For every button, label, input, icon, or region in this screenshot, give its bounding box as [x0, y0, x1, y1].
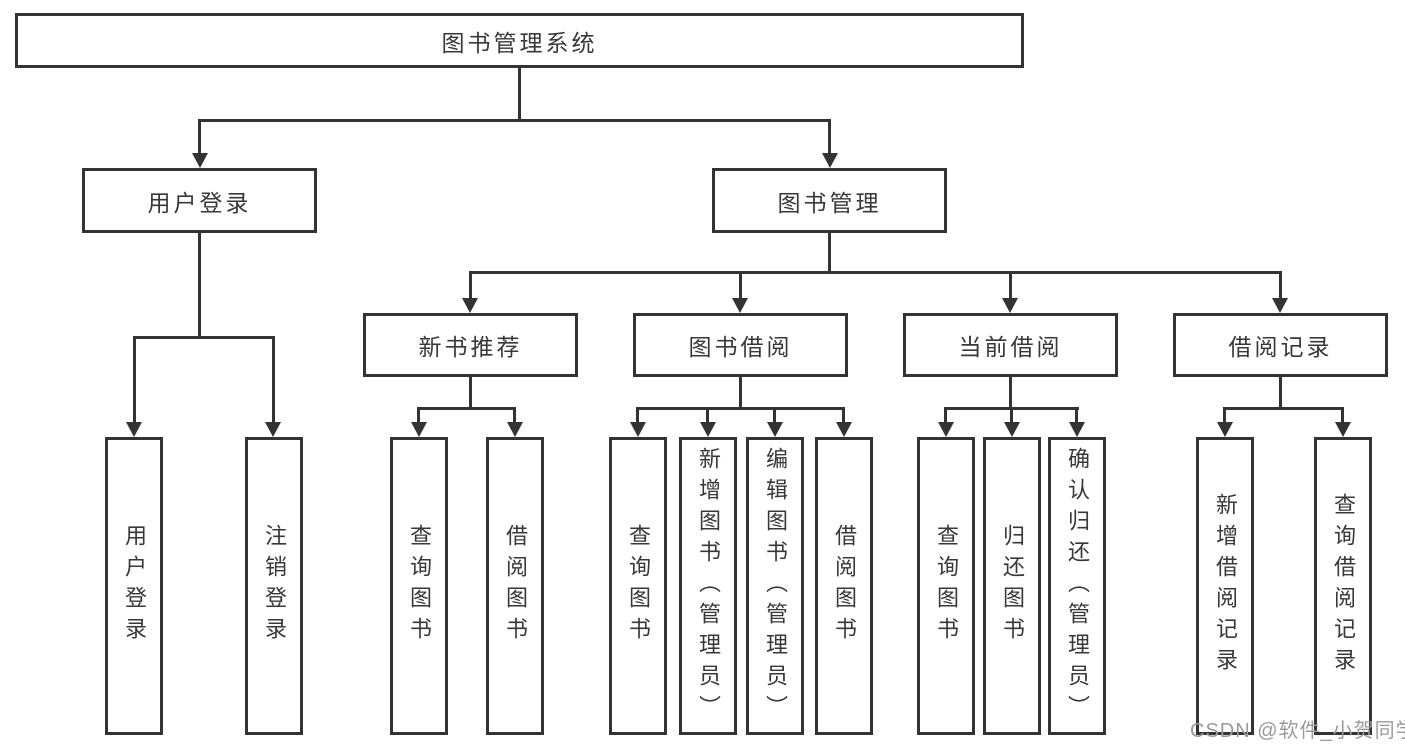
node-book-management: 图书管理: [712, 168, 947, 233]
connector-line: [198, 119, 201, 156]
node-book-borrowing: 图书借阅: [633, 313, 848, 377]
arrow-down-icon: [1335, 422, 1351, 437]
connector-line: [1223, 407, 1226, 424]
arrow-down-icon: [836, 422, 852, 437]
arrow-down-icon: [462, 298, 478, 313]
node-label: 查询借阅记录: [1331, 493, 1356, 679]
leaf-query-borrow-record: 查询借阅记录: [1314, 437, 1372, 735]
connector-line: [417, 407, 516, 410]
leaf-borrow-books: 借阅图书: [486, 437, 544, 735]
connector-line: [1010, 407, 1013, 424]
connector-line: [636, 407, 845, 410]
arrow-down-icon: [767, 422, 783, 437]
arrow-down-icon: [192, 153, 208, 168]
node-user-login: 用户登录: [82, 168, 317, 233]
connector-line: [828, 119, 831, 156]
connector-line: [272, 336, 275, 424]
leaf-add-borrow-record: 新增借阅记录: [1196, 437, 1254, 735]
node-label: 图书借阅: [688, 334, 793, 360]
node-label: 查询图书: [407, 524, 432, 648]
connector-line: [706, 407, 709, 424]
connector-line: [739, 377, 742, 408]
node-label: 编辑图书（管理员）: [763, 446, 788, 726]
arrow-down-icon: [507, 422, 523, 437]
leaf-add-book-admin: 新增图书（管理员）: [679, 437, 737, 735]
arrow-down-icon: [1069, 422, 1085, 437]
arrow-down-icon: [411, 422, 427, 437]
connector-line: [1341, 407, 1344, 424]
connector-line: [1223, 407, 1344, 410]
connector-line: [739, 271, 742, 300]
connector-line: [198, 119, 831, 122]
connector-line: [1279, 271, 1282, 300]
node-label: 确认归还（管理员）: [1065, 446, 1090, 726]
connector-line: [636, 407, 639, 424]
node-label: 新增图书（管理员）: [696, 446, 721, 726]
arrow-down-icon: [1217, 422, 1233, 437]
leaf-query-books: 查询图书: [609, 437, 667, 735]
node-label: 注销登录: [262, 524, 287, 648]
node-label: 图书管理: [777, 189, 882, 216]
node-current-borrowing: 当前借阅: [903, 313, 1118, 377]
connector-line: [513, 407, 516, 424]
leaf-edit-book-admin: 编辑图书（管理员）: [746, 437, 804, 735]
node-label: 查询图书: [934, 524, 959, 648]
arrow-down-icon: [1272, 298, 1288, 313]
connector-line: [1009, 377, 1012, 408]
connector-line: [469, 377, 472, 408]
connector-line: [417, 407, 420, 424]
node-library-management-system: 图书管理系统: [15, 13, 1024, 68]
connector-line: [469, 271, 1282, 274]
arrow-down-icon: [700, 422, 716, 437]
node-label: 借阅图书: [832, 524, 857, 648]
arrow-down-icon: [630, 422, 646, 437]
leaf-query-books: 查询图书: [917, 437, 975, 735]
arrow-down-icon: [822, 153, 838, 168]
leaf-borrow-books: 借阅图书: [815, 437, 873, 735]
leaf-confirm-return-admin: 确认归还（管理员）: [1048, 437, 1106, 735]
arrow-down-icon: [1004, 422, 1020, 437]
node-label: 归还图书: [1000, 524, 1025, 648]
connector-line: [133, 336, 136, 424]
node-label: 查询图书: [626, 524, 651, 648]
connector-line: [518, 68, 521, 122]
node-label: 新书推荐: [418, 334, 523, 360]
node-label: 新增借阅记录: [1213, 493, 1238, 679]
connector-line: [944, 407, 947, 424]
node-label: 借阅记录: [1228, 334, 1333, 360]
node-label: 用户登录: [122, 524, 147, 648]
connector-line: [1279, 377, 1282, 408]
leaf-return-books: 归还图书: [983, 437, 1041, 735]
connector-line: [198, 233, 201, 339]
node-label: 借阅图书: [503, 524, 528, 648]
arrow-down-icon: [938, 422, 954, 437]
connector-line: [1075, 407, 1078, 424]
leaf-query-books: 查询图书: [390, 437, 448, 735]
node-label: 当前借阅: [958, 334, 1063, 360]
connector-line: [773, 407, 776, 424]
node-new-book-recommendation: 新书推荐: [363, 313, 578, 377]
node-label: 用户登录: [147, 189, 252, 216]
arrow-down-icon: [265, 422, 281, 437]
arrow-down-icon: [1002, 298, 1018, 313]
node-borrowing-records: 借阅记录: [1173, 313, 1388, 377]
arrow-down-icon: [126, 422, 142, 437]
leaf-user-login: 用户登录: [105, 437, 163, 735]
connector-line: [842, 407, 845, 424]
node-label: 图书管理系统: [441, 29, 598, 56]
leaf-logout: 注销登录: [245, 437, 303, 735]
arrow-down-icon: [732, 298, 748, 313]
connector-line: [1009, 271, 1012, 300]
connector-line: [828, 233, 831, 274]
connector-line: [133, 336, 275, 339]
connector-line: [469, 271, 472, 300]
watermark: CSDN @软件_小贺同学: [1190, 720, 1405, 742]
